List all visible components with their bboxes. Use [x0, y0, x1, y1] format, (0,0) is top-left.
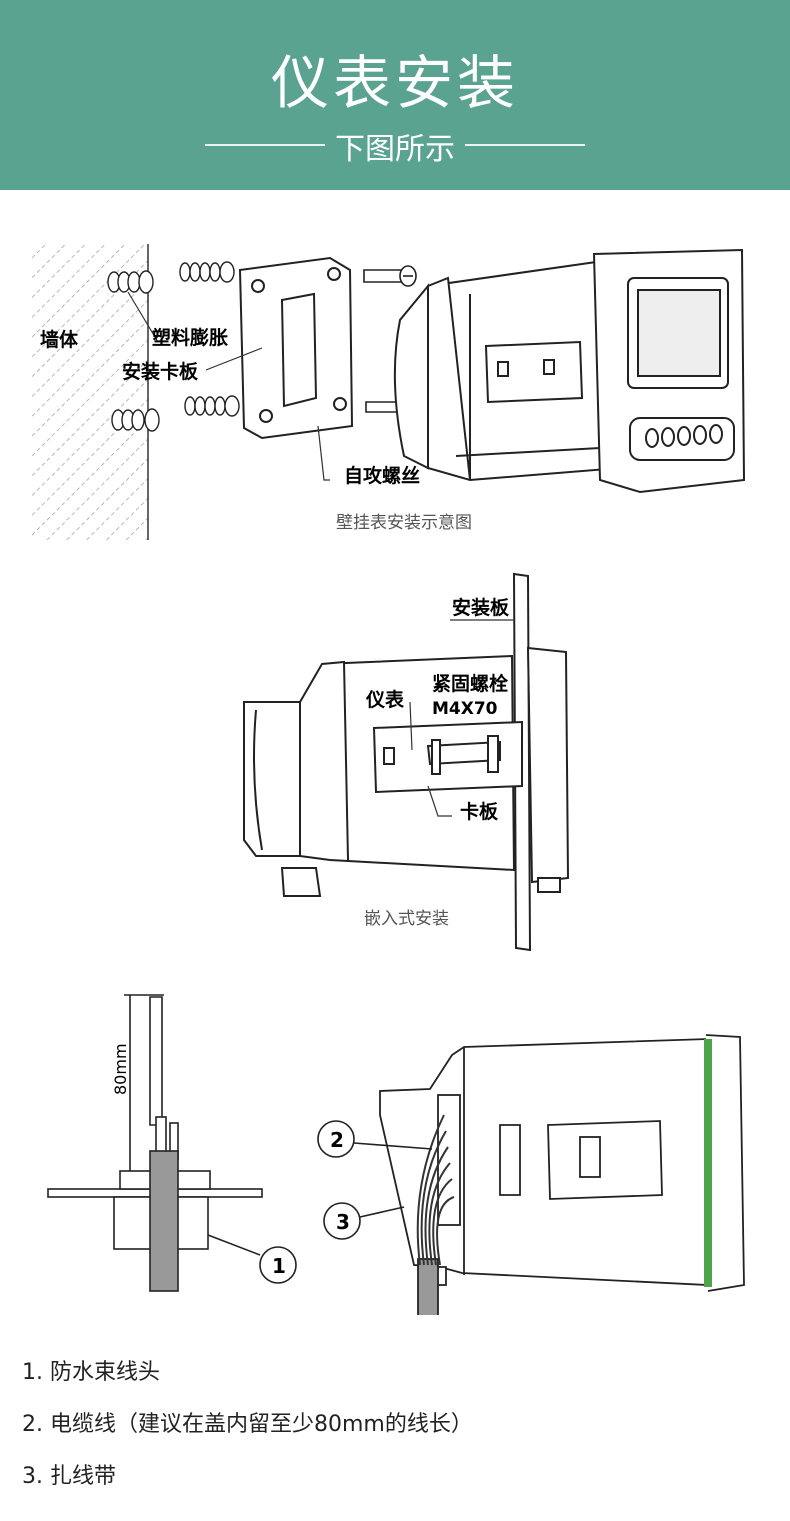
marker-1: 1 [272, 1254, 286, 1278]
legend-item-2: 2. 电缆线（建议在盖内留至少80mm的线长） [22, 1412, 473, 1437]
label-wall: 墙体 [40, 328, 79, 351]
markers-2-3 [317, 1120, 433, 1240]
display-bezel-green [704, 1039, 712, 1287]
mounting-plate [238, 256, 354, 440]
label-dimension: 80mm [111, 1043, 130, 1095]
cable-wiring-diagram: 80mm 1 2 3 [47, 994, 745, 1315]
label-mounting-plate: 安装卡板 [122, 360, 199, 383]
header-banner: 仪表安装 下图所示 [0, 0, 790, 190]
label-tapping-screw: 自攻螺丝 [344, 464, 420, 487]
leader-lines-panel [409, 619, 514, 817]
legend-item-1: 1. 防水束线头 [22, 1360, 160, 1385]
wire-bundle [416, 1114, 455, 1266]
divider-right [465, 144, 585, 146]
caption-wall-mount: 壁挂表安装示意图 [336, 513, 472, 533]
cable-gland-diagram [47, 994, 297, 1292]
plastic-anchor-top [107, 261, 235, 294]
page-title: 仪表安装 [270, 49, 519, 117]
label-panel: 安装板 [452, 596, 510, 619]
label-bolt-spec: M4X70 [432, 699, 498, 719]
page-subtitle: 下图所示 [335, 132, 455, 167]
meter-wall-mount [393, 248, 746, 494]
label-clamp: 卡板 [460, 800, 499, 823]
caption-panel-mount: 嵌入式安装 [364, 909, 449, 929]
marker-3: 3 [336, 1210, 350, 1234]
tapping-screws [363, 265, 417, 413]
label-meter: 仪表 [365, 688, 405, 711]
leader-lines [127, 291, 330, 481]
marker-2: 2 [330, 1128, 344, 1152]
wall-mount-diagram: 墙体 塑料膨胀 安装卡板 自攻螺丝 壁挂表安装示意图 [30, 244, 746, 540]
label-bolt: 紧固螺栓 [432, 672, 508, 695]
plastic-anchor-bottom [111, 395, 240, 432]
divider-left [205, 144, 325, 146]
legend-item-3: 3. 扎线带 [22, 1464, 116, 1489]
label-plastic-anchor: 塑料膨胀 [152, 326, 228, 349]
meter-wiring-diagram [379, 1034, 745, 1315]
panel-mount-diagram: 安装板 仪表 紧固螺栓 M4X70 卡板 嵌入式安装 [243, 572, 570, 952]
